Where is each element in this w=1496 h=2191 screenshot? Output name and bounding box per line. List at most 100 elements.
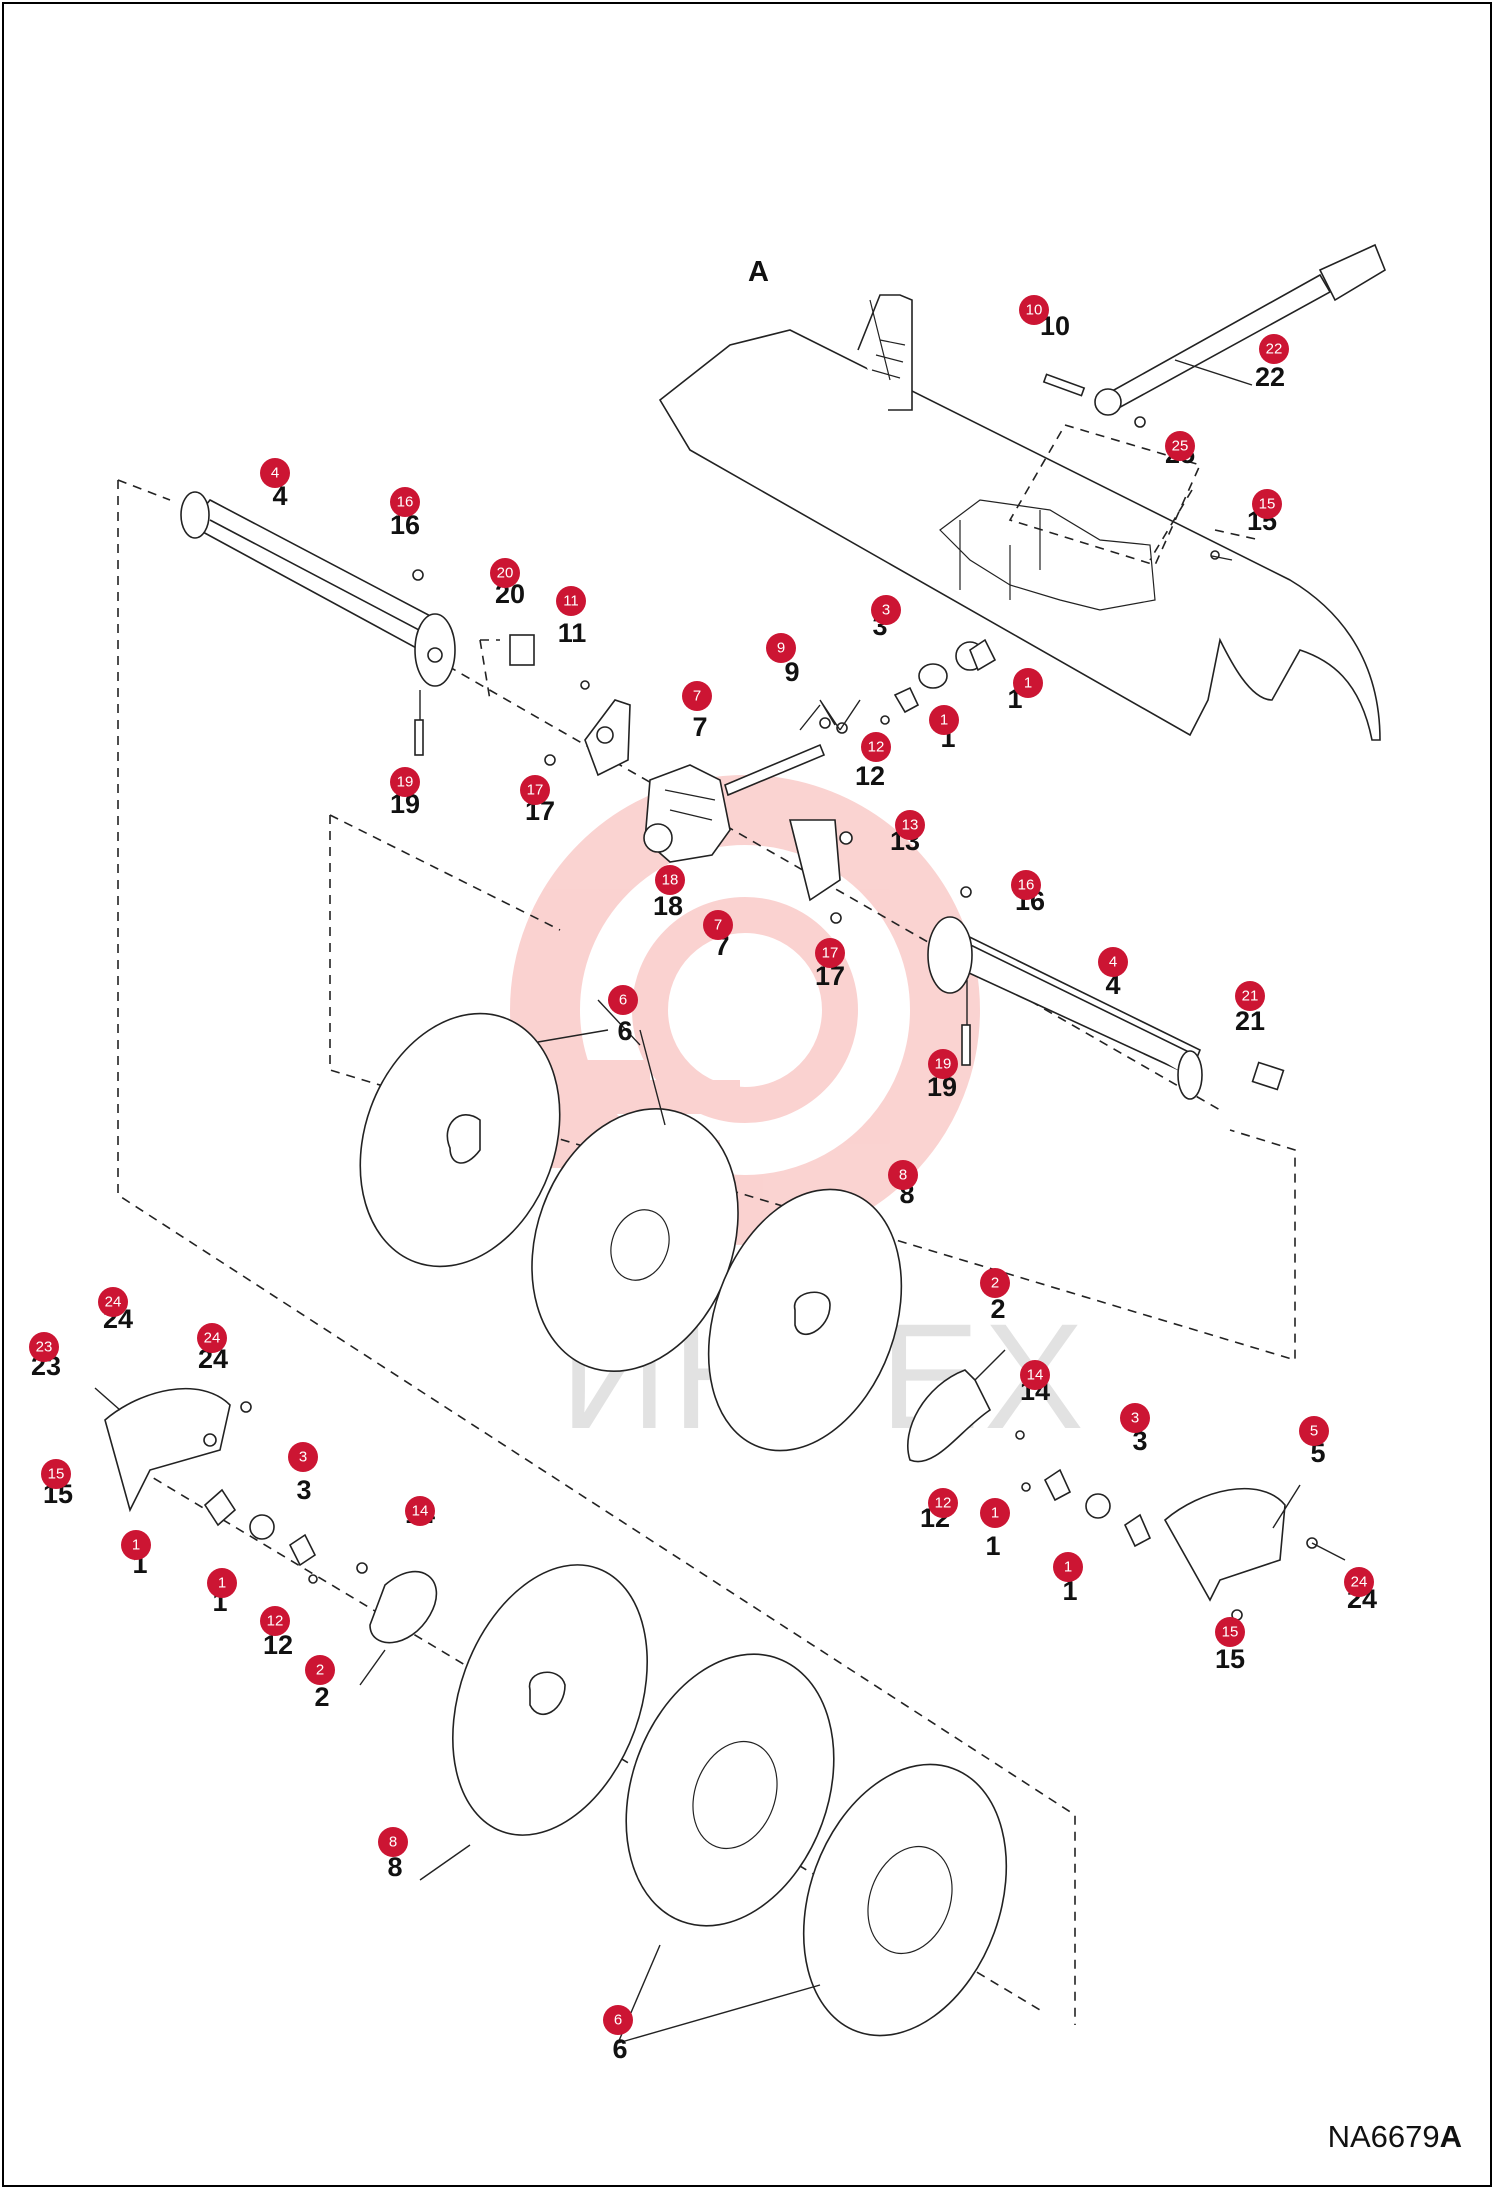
callout-badge <box>928 1488 958 1518</box>
callout-badge-number: 12 <box>935 1495 952 1512</box>
callout-badge-number: 15 <box>1222 1624 1239 1641</box>
callout-2: 22 <box>980 1268 1010 1324</box>
callout-badge <box>1120 1403 1150 1433</box>
hardware-lower <box>203 1468 1152 1644</box>
callout-25: 2525 <box>1165 431 1195 469</box>
callout-badge-number: 7 <box>714 917 722 934</box>
callout-badge <box>1344 1567 1374 1597</box>
callout-badge <box>1019 295 1049 325</box>
callout-6: 66 <box>603 2005 633 2064</box>
callout-badge <box>980 1268 1010 1298</box>
callout-badge <box>1299 1416 1329 1446</box>
callout-number: 9 <box>784 657 799 687</box>
view-label: A <box>748 256 769 288</box>
callout-badge <box>703 910 733 940</box>
callout-number: 3 <box>296 1475 311 1505</box>
rotor-housing <box>658 294 1381 741</box>
assembly-lines <box>117 424 1296 2025</box>
callout-number: 15 <box>1215 1644 1245 1674</box>
callout-badge-number: 1 <box>1064 1559 1072 1576</box>
callout-number: 6 <box>617 1016 632 1046</box>
callout-badge <box>861 732 891 762</box>
callout-badge <box>121 1530 151 1560</box>
callout-badge-number: 11 <box>563 593 579 610</box>
callout-badge-number: 2 <box>316 1662 324 1679</box>
callout-1: 11 <box>980 1498 1010 1561</box>
callout-badge-number: 4 <box>1109 954 1117 971</box>
callout-2: 22 <box>305 1655 335 1712</box>
callout-badge-number: 6 <box>614 2012 622 2029</box>
callout-1: 11 <box>207 1568 237 1617</box>
callout-badge <box>871 595 901 625</box>
callout-9: 99 <box>766 633 800 687</box>
callout-badge-number: 21 <box>1242 988 1259 1005</box>
callout-badge <box>1013 668 1043 698</box>
gearbox <box>584 699 841 902</box>
cover-left <box>104 1387 252 1513</box>
callout-number: 2 <box>990 1294 1005 1324</box>
callout-number: 8 <box>387 1852 402 1882</box>
callout-badge <box>390 767 420 797</box>
callout-badge <box>608 985 638 1015</box>
callout-number: 11 <box>558 618 587 648</box>
callout-badge <box>1011 870 1041 900</box>
callout-badge-number: 1 <box>940 712 948 729</box>
callout-badge <box>556 586 586 616</box>
callout-badge-number: 24 <box>204 1330 221 1347</box>
callout-badge <box>29 1332 59 1362</box>
callout-badge-number: 1 <box>991 1505 999 1522</box>
callout-3: 33 <box>288 1442 318 1505</box>
callout-badge <box>1020 1360 1050 1390</box>
callout-badge <box>260 1606 290 1636</box>
callout-badge <box>390 487 420 517</box>
callout-badge-number: 3 <box>882 602 890 619</box>
callout-badge-number: 7 <box>693 688 701 705</box>
callout-number: 4 <box>272 481 287 511</box>
callout-badge <box>1235 981 1265 1011</box>
callout-badge-number: 1 <box>1024 675 1032 692</box>
callout-badge <box>928 1049 958 1079</box>
callout-1: 11 <box>1053 1552 1083 1606</box>
callout-badge-number: 15 <box>48 1466 65 1483</box>
small-hardware <box>412 416 1220 1066</box>
callout-7: 77 <box>682 681 712 742</box>
callout-1: 11 <box>929 705 959 753</box>
callout-badge-number: 5 <box>1310 1423 1318 1440</box>
shaft-tube-right <box>927 916 1285 1100</box>
callout-badge <box>1098 947 1128 977</box>
callout-badge <box>405 1496 435 1526</box>
callout-badge-number: 16 <box>397 494 414 511</box>
callout-badge <box>1215 1617 1245 1647</box>
callout-badge <box>655 865 685 895</box>
callout-3: 33 <box>871 595 901 641</box>
callout-badge-number: 9 <box>777 640 785 657</box>
drawing-code-prefix: NA6679 <box>1327 2119 1440 2154</box>
callout-badge-number: 13 <box>902 817 919 834</box>
callout-number: 1 <box>1062 1576 1077 1606</box>
callout-badge-number: 1 <box>218 1575 226 1592</box>
callout-4: 44 <box>1098 947 1128 1000</box>
callout-badge <box>378 1827 408 1857</box>
callout-5: 55 <box>1299 1416 1329 1468</box>
callout-1: 11 <box>121 1530 151 1579</box>
callout-badge-number: 16 <box>1018 877 1035 894</box>
callout-badge-number: 12 <box>267 1613 284 1630</box>
callout-badge-number: 3 <box>1131 1410 1139 1427</box>
callout-badge-number: 1 <box>132 1537 140 1554</box>
callout-7: 77 <box>703 910 733 961</box>
callout-badge-number: 19 <box>935 1056 952 1073</box>
callout-badge <box>682 681 712 711</box>
